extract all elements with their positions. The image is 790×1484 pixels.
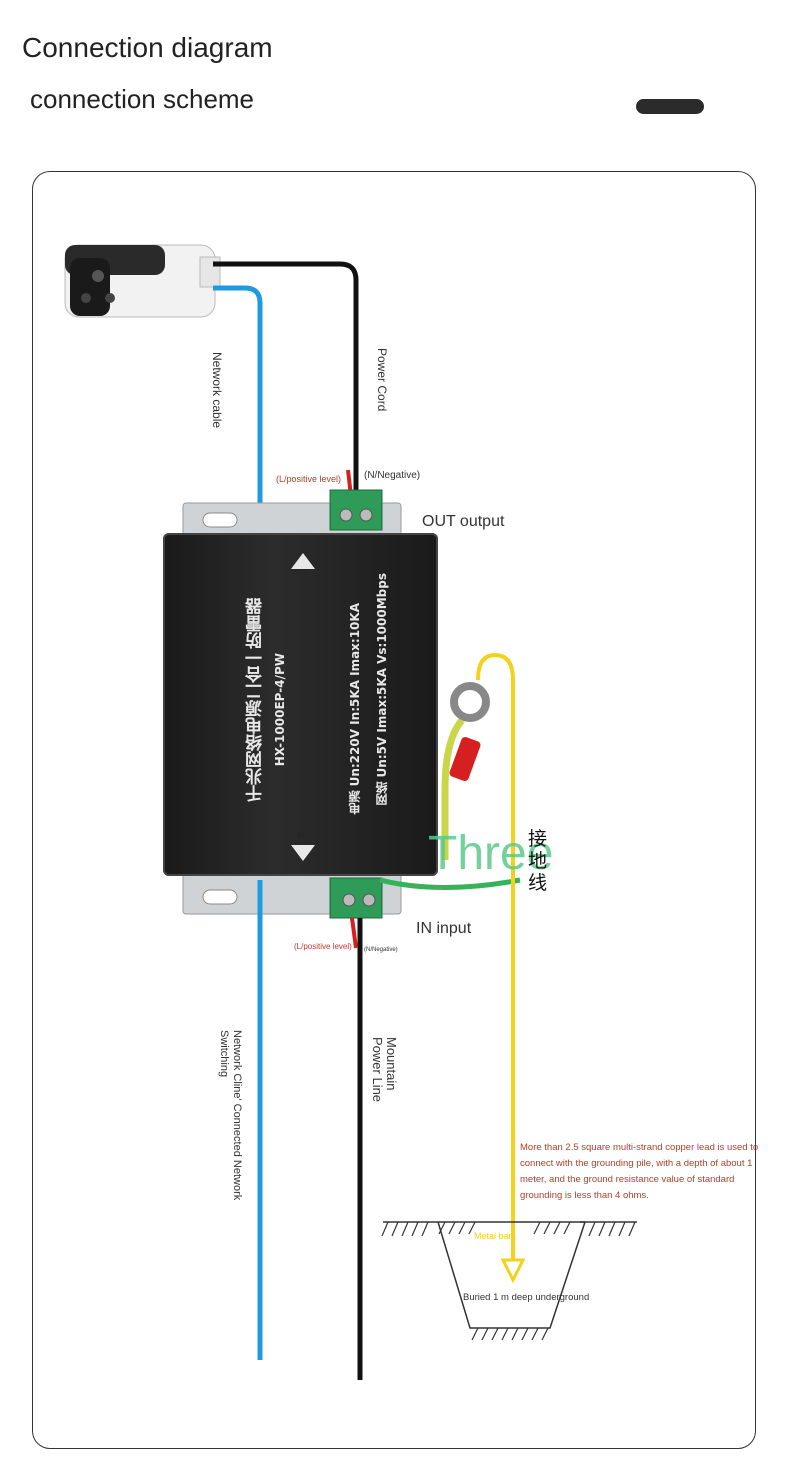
out-negative-label: (N/Negative)	[364, 470, 421, 481]
out-terminal	[329, 489, 383, 531]
surge-protector-device: OUT IN 千兆网络电源二合一防雷器 HX-1000EP-4/PW 电源 Un…	[163, 533, 438, 876]
network-switching-label: Network Cline' Connected Network Switchi…	[218, 1030, 243, 1201]
out-tag: OUT	[293, 569, 308, 576]
power-cord-top	[213, 261, 359, 505]
buried-label: Buried 1 m deep underground	[463, 1292, 590, 1303]
decorative-pill	[636, 99, 704, 114]
out-positive-label: (L/positive level)	[276, 474, 342, 484]
in-tag: IN	[297, 833, 304, 840]
grounding-note: More than 2.5 square multi-strand copper…	[520, 1142, 759, 1201]
ground-cn-label: 接地线	[528, 828, 548, 894]
device-title-cn: 千兆网络电源二合一防雷器	[246, 598, 266, 802]
metal-bars-label: Metal bars	[474, 1231, 517, 1241]
device-network-row: 网络 Un:5V Imax:5KA Vs:1000Mbps	[375, 573, 389, 806]
diagram-panel	[32, 171, 756, 1449]
ground-overlay-word: Three	[428, 827, 554, 880]
in-negative-label: (N/Negative)	[364, 947, 398, 953]
power-cord-label: Power Cord	[375, 348, 389, 412]
ground-pit	[381, 1221, 637, 1341]
ground-wire-green	[379, 877, 521, 890]
out-arrow-icon	[291, 553, 315, 569]
ground-wire-yellow	[476, 652, 515, 1260]
out-output-label: OUT output	[422, 513, 505, 530]
ground-arrow-icon	[500, 1258, 526, 1284]
in-terminal	[329, 877, 383, 919]
page-subtitle: connection scheme	[30, 84, 255, 114]
in-arrow-icon	[291, 845, 315, 861]
page-title: Connection diagram	[22, 32, 273, 63]
camera-icon	[64, 244, 221, 318]
ring-terminal-icon	[449, 682, 490, 782]
device-model: HX-1000EP-4/PW	[273, 653, 287, 767]
in-positive-label: (L/positive level)	[294, 942, 352, 951]
device-power-row: 电源 Un:220V In:5KA Imax:10KA	[348, 603, 362, 815]
ground-wire-lead	[441, 717, 465, 860]
in-positive-wire	[350, 917, 358, 949]
network-cable-top	[213, 285, 263, 528]
power-line-label: Mountain Power Line	[370, 1037, 399, 1103]
in-input-label: IN input	[416, 920, 472, 937]
network-cable-label: Network cable	[210, 352, 224, 429]
